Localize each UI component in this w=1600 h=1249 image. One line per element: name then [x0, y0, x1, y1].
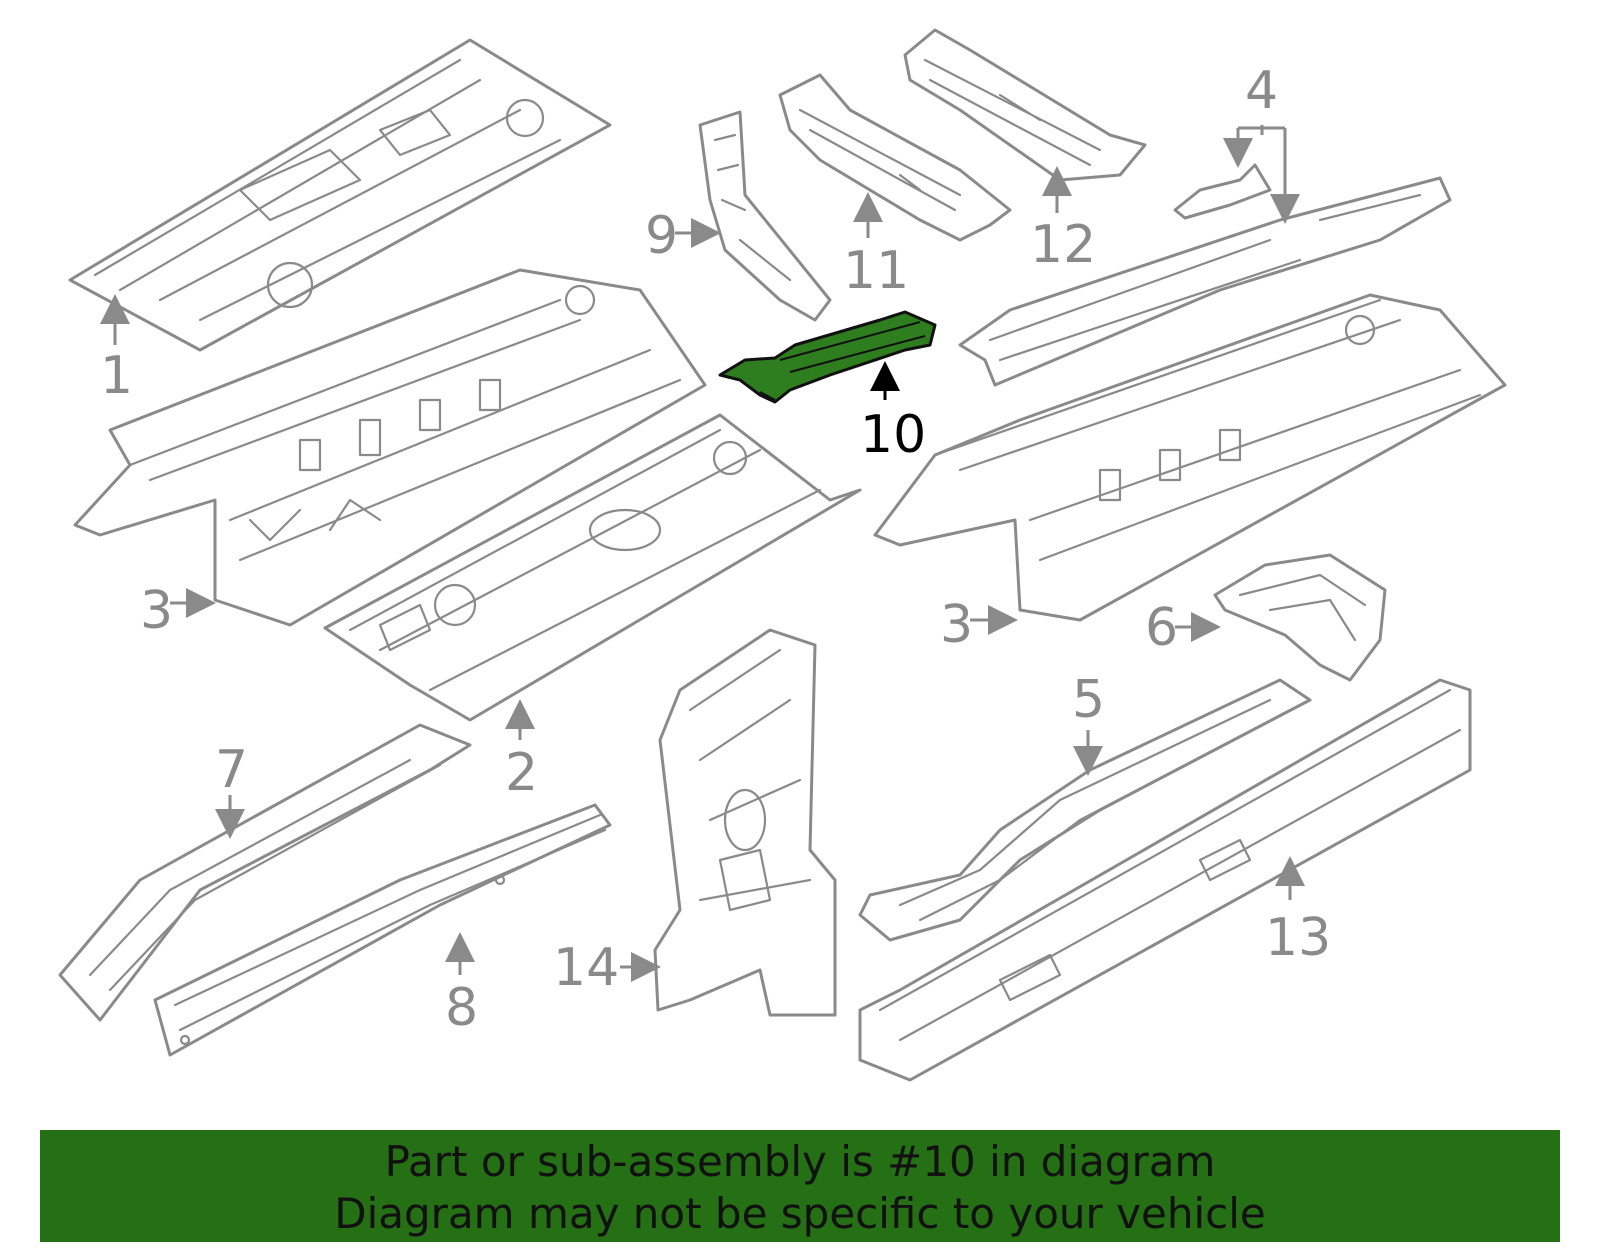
callout-12: 12: [1030, 215, 1096, 275]
part-3-left-floor-assembly: [73, 268, 707, 627]
callout-4: 4: [1245, 61, 1278, 121]
part-7-rail: [58, 723, 472, 1022]
part-4-rail: [958, 163, 1452, 387]
part-13-sill: [858, 678, 1472, 1082]
part-3-right-floor-assembly: [873, 293, 1507, 622]
callout-3-right: 3: [940, 595, 973, 655]
info-banner: Part or sub-assembly is #10 in diagram D…: [40, 1130, 1560, 1242]
callout-7: 7: [215, 740, 248, 800]
part-6-wheelhouse: [1213, 553, 1387, 682]
callout-11: 11: [843, 241, 909, 301]
callout-10: 10: [860, 405, 926, 465]
part-12-crossmember: [903, 28, 1147, 182]
part-14-pillar: [653, 628, 837, 1017]
part-5-rail: [858, 678, 1312, 942]
callout-1: 1: [100, 346, 133, 406]
callout-8: 8: [445, 978, 478, 1038]
callout-14: 14: [553, 938, 619, 998]
callout-6: 6: [1145, 598, 1178, 658]
callout-3-left: 3: [140, 581, 173, 641]
callout-labels: 1 2 3 3 4 5 6 7 8 9 10 11 12 13 14: [100, 61, 1331, 1038]
banner-line-part-number: Part or sub-assembly is #10 in diagram: [384, 1137, 1216, 1186]
part-11-crossmember: [778, 73, 1012, 242]
banner-line-disclaimer: Diagram may not be specific to your vehi…: [334, 1189, 1266, 1238]
callout-9: 9: [645, 206, 678, 266]
callout-5: 5: [1072, 670, 1105, 730]
callout-2: 2: [505, 743, 538, 803]
callout-13: 13: [1265, 908, 1331, 968]
part-10-highlighted-bracket: [718, 310, 937, 404]
part-1-floor-pan: [68, 38, 612, 352]
part-9-bracket: [698, 110, 832, 322]
part-8-rail: [153, 803, 612, 1057]
callout-arrows: [100, 125, 1305, 982]
part-2-rear-floor: [323, 413, 862, 722]
